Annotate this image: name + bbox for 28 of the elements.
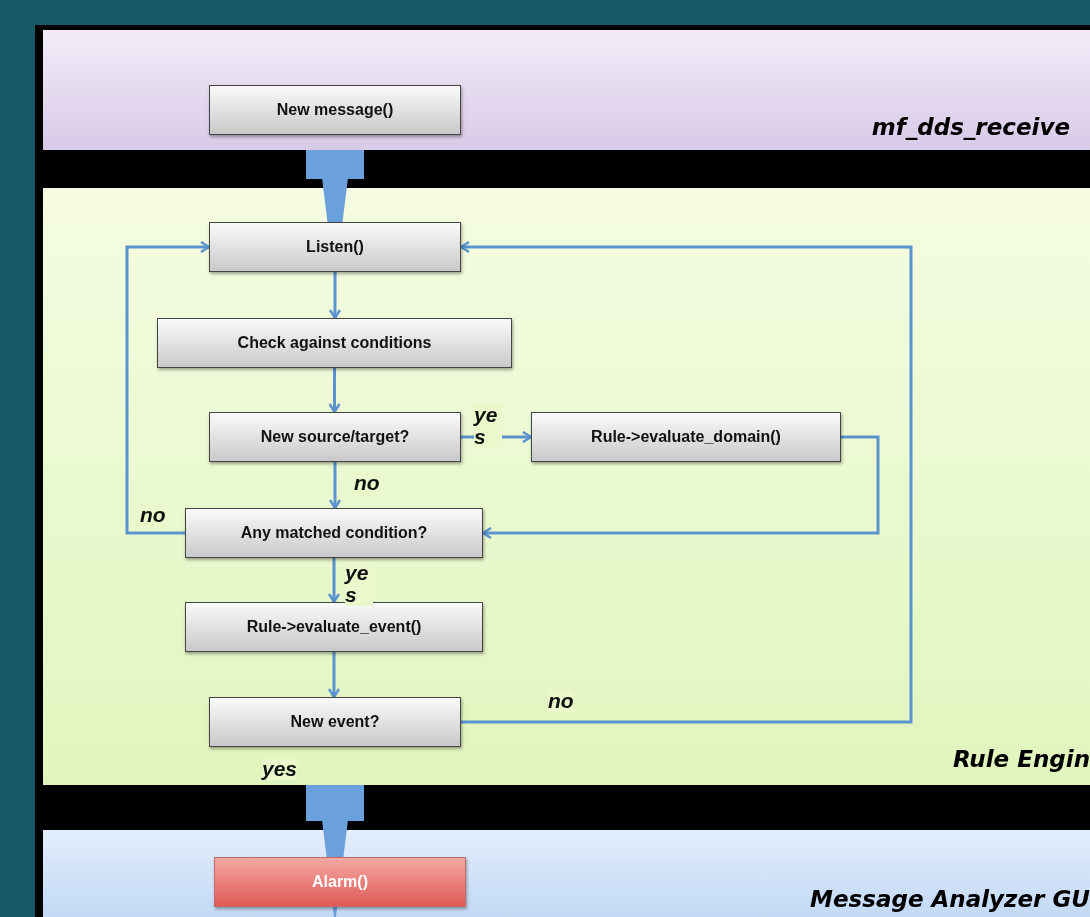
edge-label: yes [474,404,502,448]
swimlane-band [43,188,1090,785]
arrow [327,652,341,699]
process-box: Listen() [209,222,461,272]
lane-title: mf_dds_receive [871,114,1070,140]
arrow [328,368,341,414]
arrow [328,462,342,510]
arrow [328,272,342,320]
process-box: Check against conditions [157,318,512,368]
edge-label: yes [262,758,298,780]
alarm-box: Alarm() [214,857,466,907]
edge-label: no [354,472,380,494]
process-box: New event? [209,697,461,747]
edge-label: no [548,690,574,712]
lane-title: Message Analyzer GU [810,886,1090,912]
arrow [125,240,211,535]
lane-title: Rule Engin [952,746,1090,772]
swimlane-band [43,830,1090,917]
arrow [327,558,341,604]
block-arrow [306,785,364,917]
process-box: New message() [209,85,461,135]
arrow [481,435,880,540]
process-box: Rule->evaluate_event() [185,602,483,652]
process-box: New source/target? [209,412,461,462]
process-box: Any matched condition? [185,508,483,558]
arrow [459,240,913,724]
process-box: Rule->evaluate_domain() [531,412,841,462]
swimlane-band [43,30,1090,150]
